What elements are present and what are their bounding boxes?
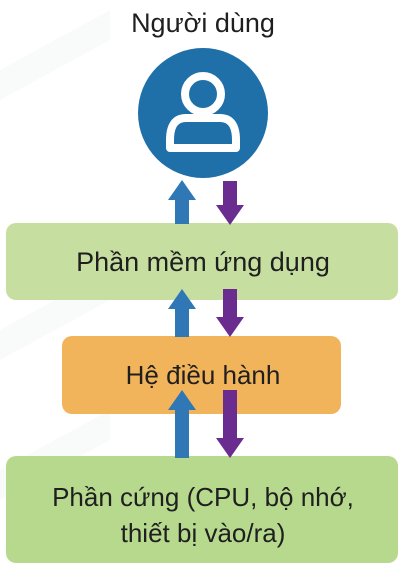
hardware-label: Phần cứng (CPU, bộ nhớ, thiết bị vào/ra) [52, 482, 354, 548]
operating-system-box [62, 336, 341, 414]
up-arrows [168, 180, 196, 458]
user-icon [166, 72, 240, 152]
hardware-box [6, 456, 398, 563]
arrow-down-icon [216, 289, 244, 337]
arrow-up-icon [168, 390, 196, 458]
operating-system-label: Hệ điều hành [125, 360, 281, 390]
user-label: Người dùng [131, 8, 275, 38]
arrow-up-icon [168, 180, 196, 224]
arrow-up-icon [168, 289, 196, 337]
application-software-box [6, 223, 398, 300]
arrow-down-icon [216, 181, 244, 225]
arrow-down-icon [216, 390, 244, 458]
down-arrows [216, 181, 244, 458]
application-software-label: Phần mềm ứng dụng [76, 247, 330, 277]
